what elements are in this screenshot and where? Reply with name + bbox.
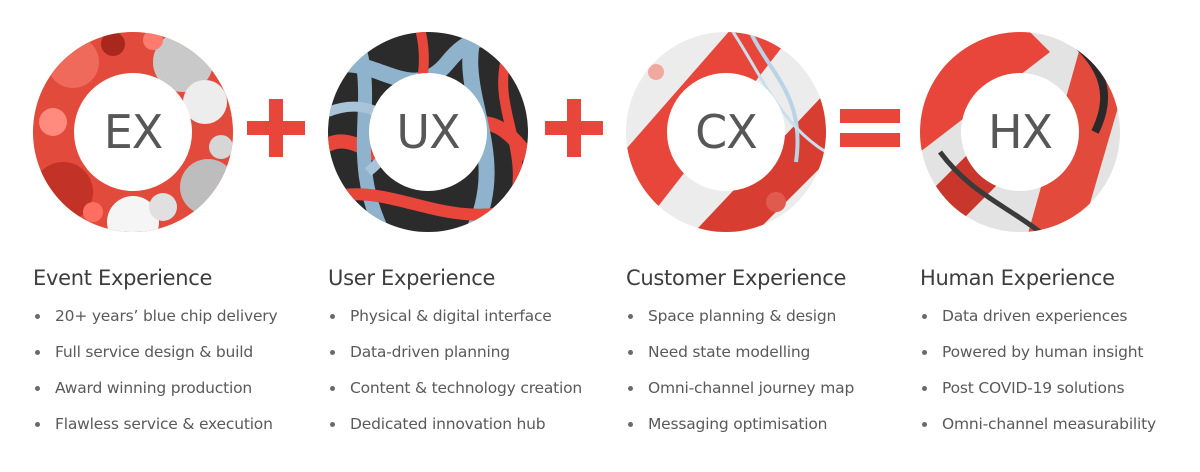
list-item-text: Physical & digital interface	[350, 307, 552, 325]
plus-icon	[247, 99, 305, 157]
list-item: Data driven experiences	[920, 306, 1200, 342]
list-item: Full service design & build	[33, 342, 323, 378]
bullet-icon	[922, 422, 927, 427]
column-title: Human Experience	[920, 266, 1115, 290]
bullet-icon	[330, 386, 335, 391]
list-item-text: Need state modelling	[648, 343, 811, 361]
bullet-icon	[628, 386, 633, 391]
list-item-text: Award winning production	[55, 379, 252, 397]
list-item: Powered by human insight	[920, 342, 1200, 378]
cx-center: CX	[667, 73, 785, 191]
ux-abbr: UX	[396, 105, 460, 159]
ex-abbr: EX	[103, 105, 164, 159]
bullet-icon	[628, 350, 633, 355]
bullet-icon	[922, 386, 927, 391]
plus-icon	[545, 99, 603, 157]
bullet-icon	[628, 314, 633, 319]
list-item-text: 20+ years’ blue chip delivery	[55, 307, 278, 325]
list-item: Flawless service & execution	[33, 414, 323, 450]
list-item: Space planning & design	[626, 306, 916, 342]
bullet-icon	[35, 422, 40, 427]
list-item-text: Space planning & design	[648, 307, 837, 325]
ux-center: UX	[369, 73, 487, 191]
list-item: Omni-channel journey map	[626, 378, 916, 414]
ex-center: EX	[74, 73, 192, 191]
list-item-text: Flawless service & execution	[55, 415, 273, 433]
user-experience-column: User Experience Physical & digital inter…	[328, 266, 618, 450]
bullet-icon	[330, 422, 335, 427]
column-title: Event Experience	[33, 266, 213, 290]
list-item-text: Dedicated innovation hub	[350, 415, 546, 433]
bullet-icon	[35, 386, 40, 391]
hx-circle-image: HX	[920, 32, 1120, 232]
list-item: Dedicated innovation hub	[328, 414, 618, 450]
list-item-text: Post COVID-19 solutions	[942, 379, 1125, 397]
feature-list: Space planning & design Need state model…	[626, 306, 916, 450]
feature-list: Physical & digital interface Data-driven…	[328, 306, 618, 450]
list-item-text: Data-driven planning	[350, 343, 510, 361]
hx-center: HX	[961, 73, 1079, 191]
list-item: Need state modelling	[626, 342, 916, 378]
feature-list: 20+ years’ blue chip delivery Full servi…	[33, 306, 323, 450]
list-item-text: Omni-channel measurability	[942, 415, 1156, 433]
cx-abbr: CX	[695, 105, 758, 159]
event-experience-column: Event Experience 20+ years’ blue chip de…	[33, 266, 323, 450]
column-title: User Experience	[328, 266, 496, 290]
list-item-text: Powered by human insight	[942, 343, 1144, 361]
bullet-icon	[35, 314, 40, 319]
list-item-text: Content & technology creation	[350, 379, 583, 397]
list-item: Data-driven planning	[328, 342, 618, 378]
list-item: 20+ years’ blue chip delivery	[33, 306, 323, 342]
list-item: Physical & digital interface	[328, 306, 618, 342]
list-item-text: Omni-channel journey map	[648, 379, 855, 397]
ux-circle-image: UX	[328, 32, 528, 232]
list-item: Content & technology creation	[328, 378, 618, 414]
feature-list: Data driven experiences Powered by human…	[920, 306, 1200, 450]
list-item: Omni-channel measurability	[920, 414, 1200, 450]
list-item: Messaging optimisation	[626, 414, 916, 450]
bullet-icon	[330, 350, 335, 355]
bullet-icon	[922, 314, 927, 319]
customer-experience-column: Customer Experience Space planning & des…	[626, 266, 916, 450]
list-item: Post COVID-19 solutions	[920, 378, 1200, 414]
hx-abbr: HX	[987, 105, 1053, 159]
column-title: Customer Experience	[626, 266, 847, 290]
list-item-text: Data driven experiences	[942, 307, 1128, 325]
list-item-text: Full service design & build	[55, 343, 253, 361]
list-item: Award winning production	[33, 378, 323, 414]
human-experience-column: Human Experience Data driven experiences…	[920, 266, 1200, 450]
bullet-icon	[330, 314, 335, 319]
bullet-icon	[35, 350, 40, 355]
bullet-icon	[628, 422, 633, 427]
list-item-text: Messaging optimisation	[648, 415, 828, 433]
ex-circle-image: EX	[33, 32, 233, 232]
bullet-icon	[922, 350, 927, 355]
cx-circle-image: CX	[626, 32, 826, 232]
equals-icon	[840, 103, 900, 153]
